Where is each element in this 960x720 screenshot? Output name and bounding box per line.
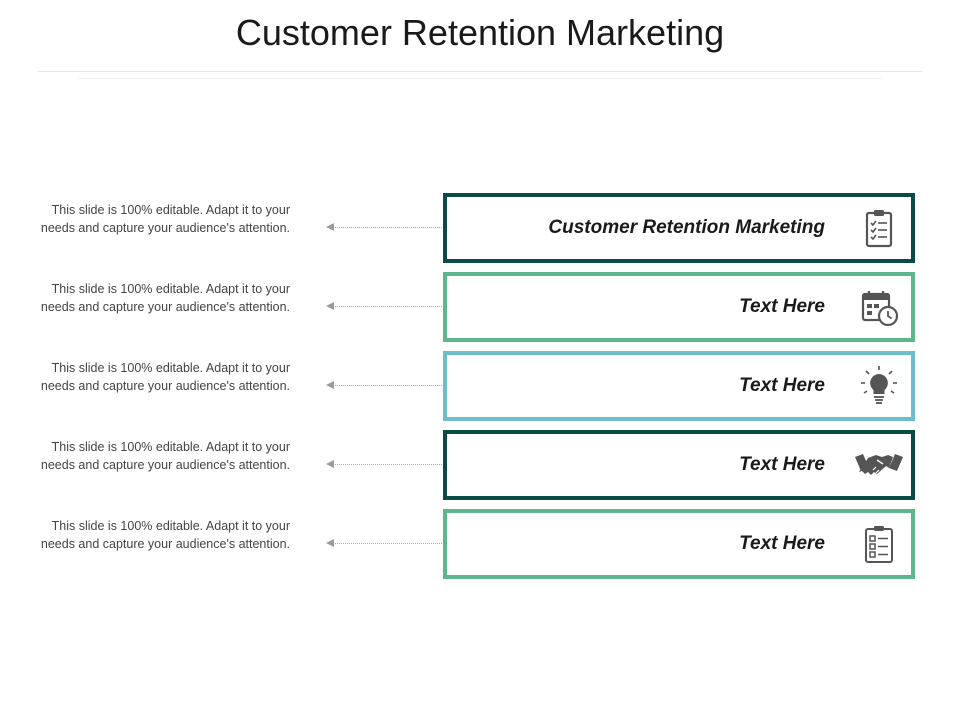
item-box: Text Here (443, 351, 915, 421)
item-box: Text Here (443, 272, 915, 342)
connector-line (333, 306, 444, 307)
item-box: Text Here (443, 509, 915, 579)
arrow-head (326, 302, 334, 310)
clipboard-checklist-icon (857, 206, 901, 250)
item-label: Text Here (739, 296, 825, 317)
item-label: Customer Retention Marketing (548, 217, 825, 238)
arrow-head (326, 460, 334, 468)
title-divider (38, 71, 922, 72)
connector-line (333, 385, 444, 386)
item-description: This slide is 100% editable. Adapt it to… (40, 519, 290, 551)
item-label: Text Here (739, 375, 825, 396)
connector-line (333, 227, 444, 228)
item-description: This slide is 100% editable. Adapt it to… (40, 361, 290, 393)
list-item: This slide is 100% editable. Adapt it to… (0, 272, 960, 342)
checklist-icon (857, 522, 901, 566)
arrow-head (326, 381, 334, 389)
arrow-head (326, 539, 334, 547)
item-description: This slide is 100% editable. Adapt it to… (40, 203, 290, 235)
item-description: This slide is 100% editable. Adapt it to… (40, 440, 290, 472)
arrow-head (326, 223, 334, 231)
lightbulb-icon (857, 364, 901, 408)
item-label: Text Here (739, 454, 825, 475)
item-label: Text Here (739, 533, 825, 554)
list-item: This slide is 100% editable. Adapt it to… (0, 351, 960, 421)
list-item: This slide is 100% editable. Adapt it to… (0, 509, 960, 579)
item-box: Customer Retention Marketing (443, 193, 915, 263)
calendar-clock-icon (857, 285, 901, 329)
title-divider-secondary (78, 78, 882, 79)
item-box: Text Here (443, 430, 915, 500)
slide-title: Customer Retention Marketing (235, 12, 725, 53)
list-item: This slide is 100% editable. Adapt it to… (0, 193, 960, 263)
list-item: This slide is 100% editable. Adapt it to… (0, 430, 960, 500)
item-description: This slide is 100% editable. Adapt it to… (40, 282, 290, 314)
connector-line (333, 464, 444, 465)
handshake-icon (853, 443, 905, 487)
connector-line (333, 543, 444, 544)
